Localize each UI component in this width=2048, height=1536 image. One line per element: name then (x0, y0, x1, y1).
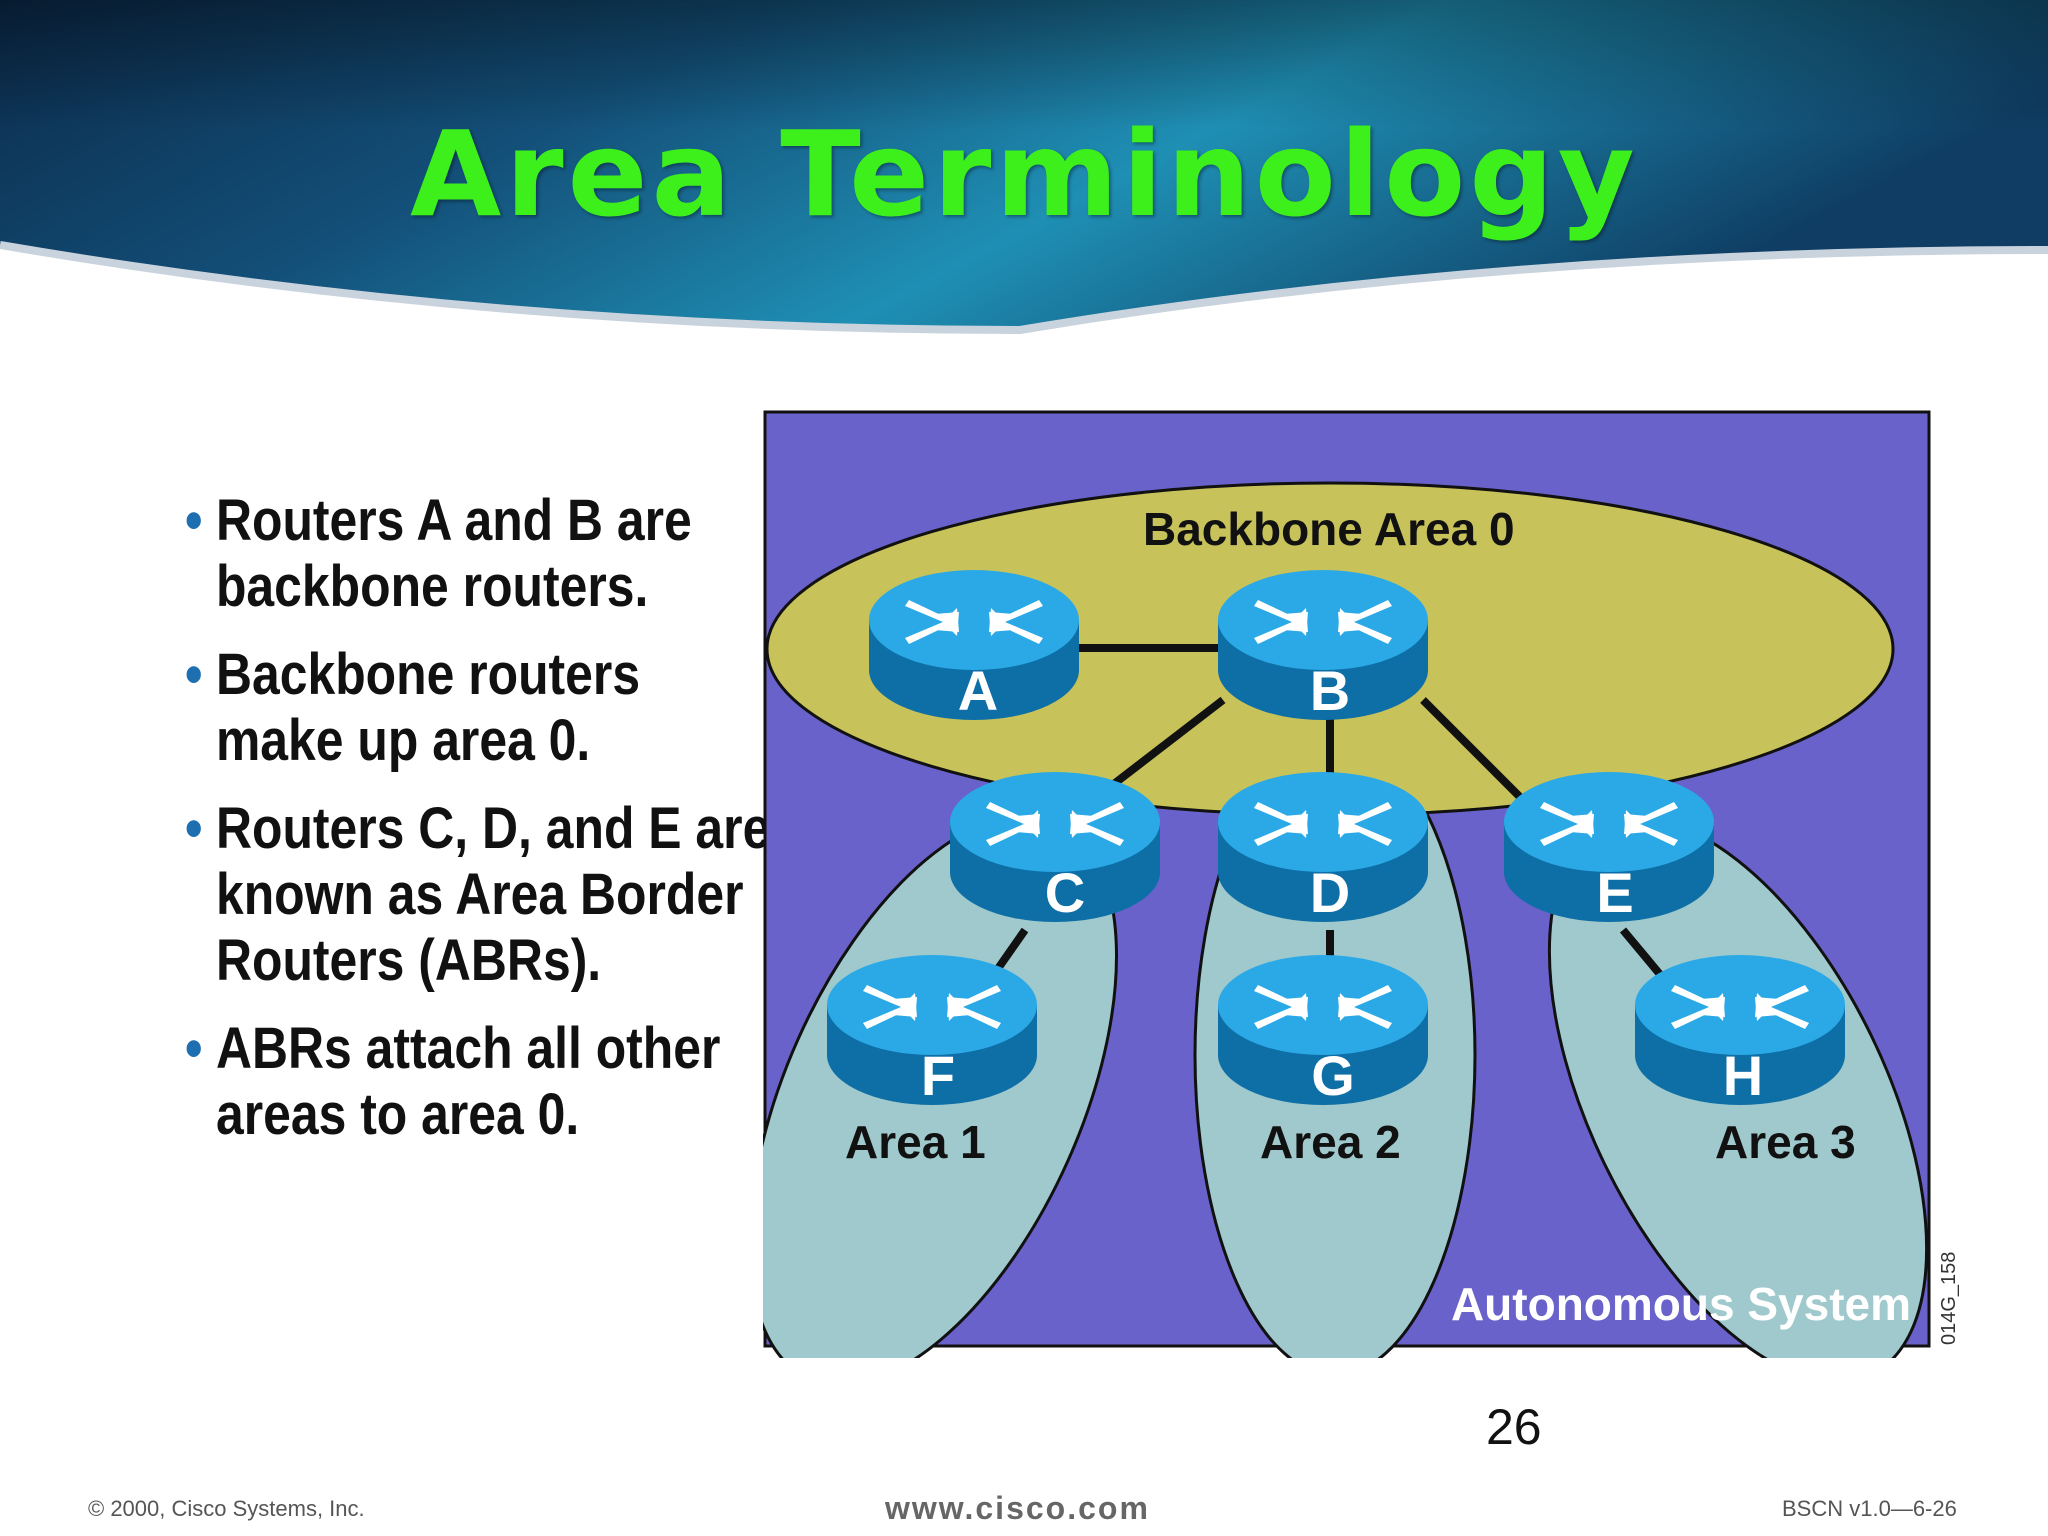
header-banner (0, 0, 2048, 335)
router-label-d: D (1310, 861, 1350, 924)
router-label-f: F (921, 1044, 955, 1107)
bullet-icon: • (185, 796, 203, 861)
bullet-list: •Routers A and B are backbone routers. •… (185, 488, 770, 1170)
area-1-label: Area 1 (845, 1116, 986, 1168)
bullet-text: Routers C, D, and E are known as Area Bo… (215, 796, 771, 993)
ospf-area-diagram: A B C D E F G H Backbone Area 0 Area 1 A… (763, 410, 1960, 1358)
bullet-icon: • (185, 488, 203, 553)
bullet-item: •Routers C, D, and E are known as Area B… (185, 796, 775, 994)
area-2-label: Area 2 (1260, 1116, 1401, 1168)
backbone-area-label: Backbone Area 0 (1143, 503, 1515, 555)
router-label-h: H (1723, 1044, 1763, 1107)
router-label-e: E (1596, 861, 1633, 924)
footer-course-code: BSCN v1.0—6-26 (1782, 1496, 1957, 1521)
bullet-item: •ABRs attach all other areas to area 0. (185, 1016, 775, 1148)
autonomous-system-label: Autonomous System (1451, 1278, 1911, 1330)
bullet-text: Routers A and B are backbone routers. (215, 488, 692, 619)
bullet-item: •Backbone routers make up area 0. (185, 642, 775, 774)
bullet-icon: • (185, 1016, 203, 1081)
router-label-a: A (958, 659, 998, 722)
area-3-label: Area 3 (1715, 1116, 1856, 1168)
page-number: 26 (1486, 1399, 1542, 1455)
router-label-c: C (1045, 861, 1085, 924)
bullet-text: Backbone routers make up area 0. (215, 642, 641, 773)
footer-copyright: © 2000, Cisco Systems, Inc. (88, 1496, 365, 1521)
slide-title: Area Terminology (410, 105, 1639, 243)
bullet-icon: • (185, 642, 203, 707)
link-b-e (1420, 697, 1526, 803)
router-label-g: G (1311, 1044, 1355, 1107)
bullet-text: ABRs attach all other areas to area 0. (215, 1016, 721, 1147)
router-label-b: B (1310, 659, 1350, 722)
figure-id-label: 014G_158 (1938, 1252, 1960, 1345)
bullet-item: •Routers A and B are backbone routers. (185, 488, 775, 620)
footer-url: www.cisco.com (885, 1490, 1150, 1526)
